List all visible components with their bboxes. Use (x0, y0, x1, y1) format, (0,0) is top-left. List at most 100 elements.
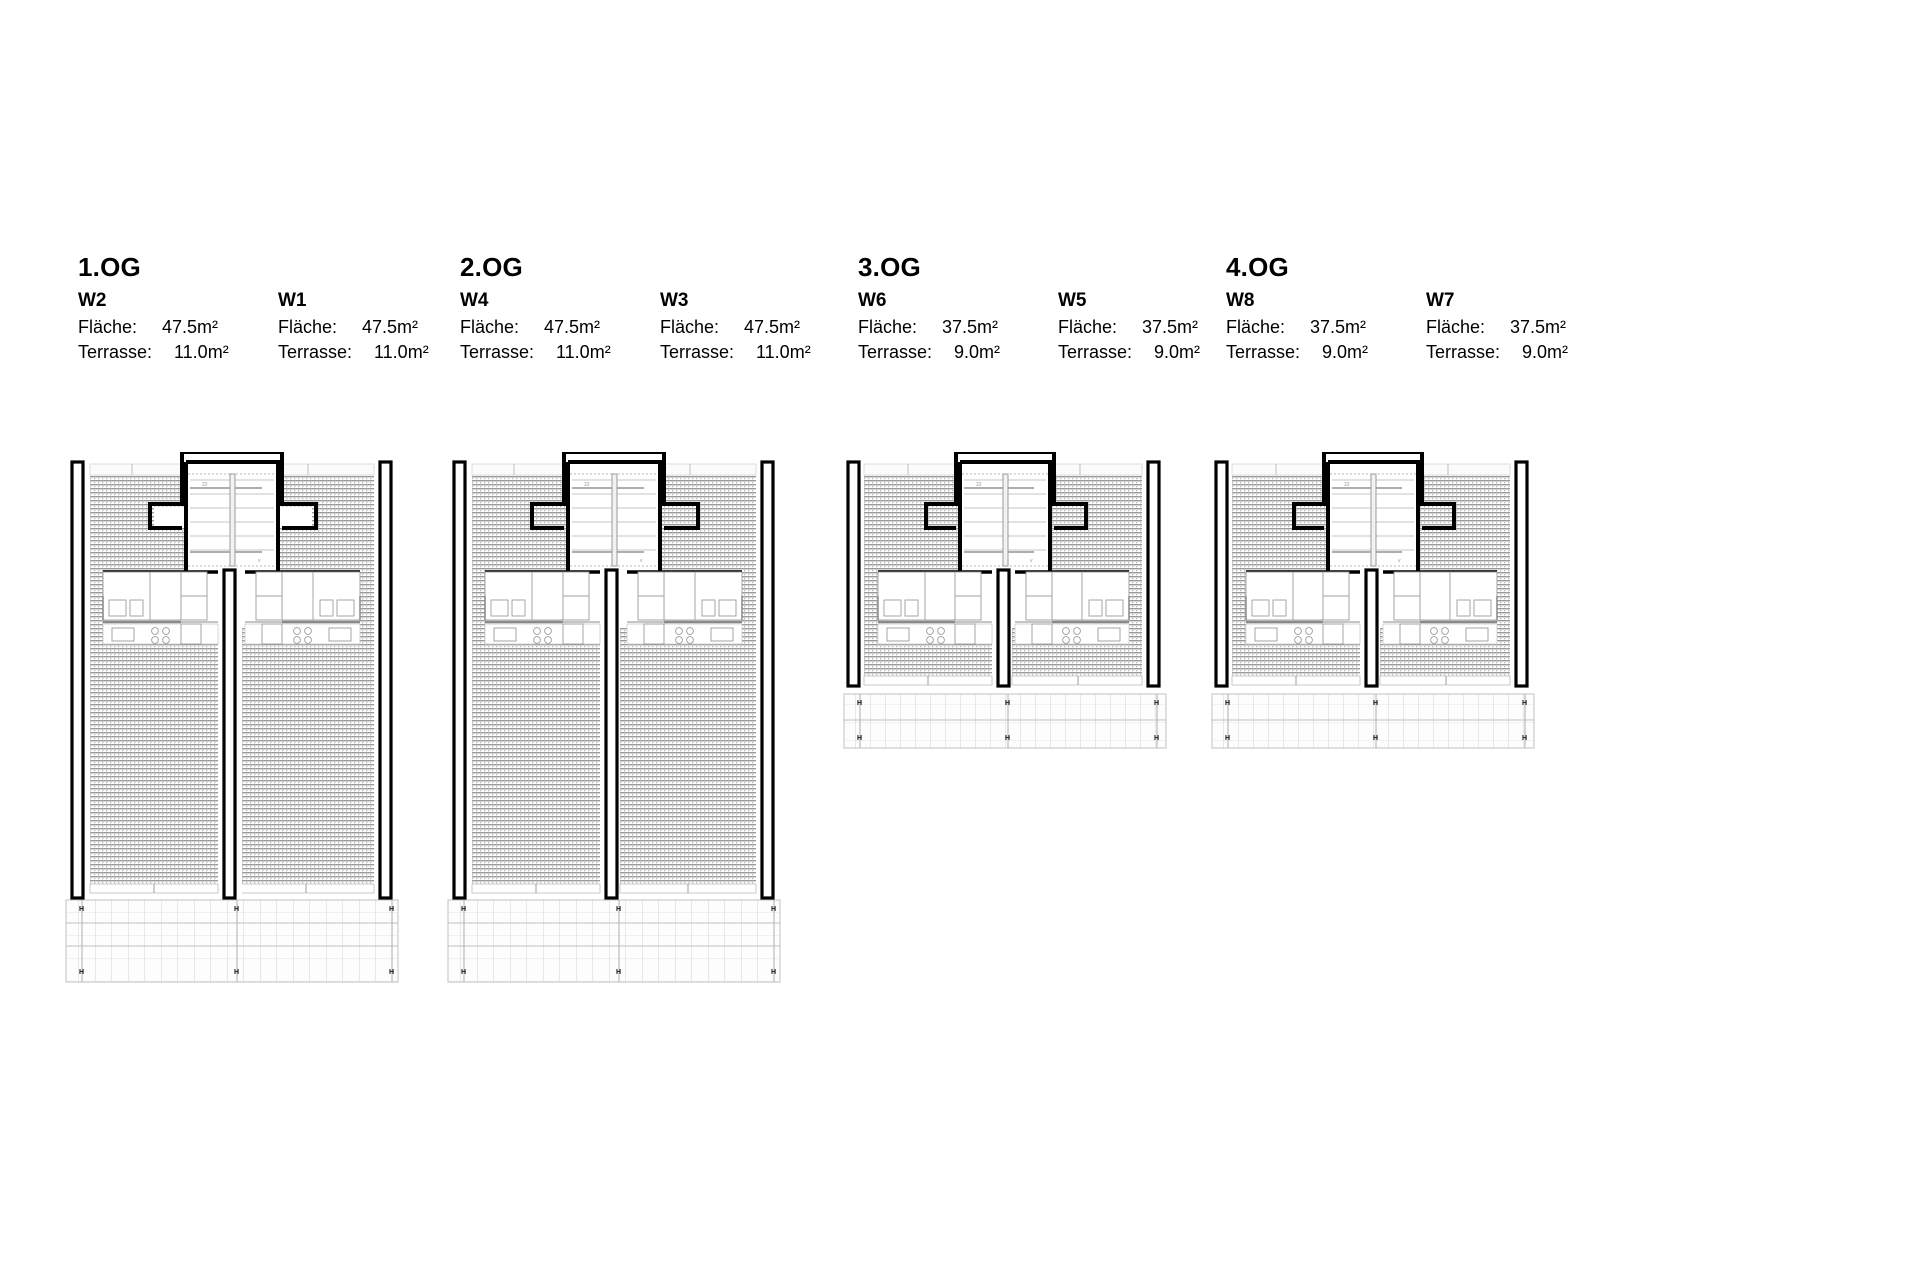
unit-info-4-right: W7 Fläche: 37.5m² Terrasse: 9.0m² (1426, 289, 1568, 365)
unit-info-3-left: W6 Fläche: 37.5m² Terrasse: 9.0m² (858, 289, 1001, 365)
terrace-area: H H H H H H (843, 693, 1167, 749)
party-wall (604, 568, 619, 900)
unit-area-value: 37.5m² (1141, 317, 1198, 337)
svg-text:H: H (1225, 700, 1230, 707)
unit-info-4-left: W8 Fläche: 37.5m² Terrasse: 9.0m² (1226, 289, 1369, 365)
floor-title-1: 1.OG (78, 252, 141, 282)
svg-text:H: H (1225, 735, 1230, 742)
unit-info-1-left: W2 Fläche: 47.5m² Terrasse: 11.0m² (78, 289, 229, 365)
svg-text:22: 22 (1344, 482, 1350, 488)
unit-area-label: Fläche: (278, 317, 338, 337)
unit-terrace-row: Terrasse: 11.0m² (660, 340, 811, 365)
unit-terrace-value: 11.0m² (756, 342, 811, 362)
unit-area-value: 37.5m² (1309, 317, 1366, 337)
unit-area-label: Fläche: (78, 317, 138, 337)
unit-area-label: Fläche: (460, 317, 520, 337)
wet-core-left (484, 570, 601, 645)
unit-info-2-right: W3 Fläche: 47.5m² Terrasse: 11.0m² (660, 289, 811, 365)
unit-terrace-label: Terrasse: (460, 342, 535, 362)
svg-text:H: H (857, 700, 862, 707)
unit-terrace-row: Terrasse: 11.0m² (278, 340, 429, 365)
svg-text:H: H (79, 906, 84, 913)
unit-area-row: Fläche: 47.5m² (460, 315, 600, 340)
floor-plan-group-1: 1.OG W2 Fläche: 47.5m² Terrasse: 11.0m² … (0, 0, 480, 1280)
unit-area-label: Fläche: (660, 317, 720, 337)
unit-area-value: 47.5m² (743, 317, 800, 337)
unit-info-2-left: W4 Fläche: 47.5m² Terrasse: 11.0m² (460, 289, 611, 365)
wet-core-left (877, 570, 993, 645)
svg-text:H: H (234, 969, 239, 976)
svg-text:H: H (79, 969, 84, 976)
unit-area-label: Fläche: (1058, 317, 1118, 337)
facade-glazing (471, 883, 757, 894)
floor-plan-group-3: 3.OG W6 Fläche: 37.5m² Terrasse: 9.0m² W… (780, 0, 1260, 1280)
svg-text:H: H (461, 906, 466, 913)
party-wall (996, 568, 1011, 688)
svg-text:H: H (234, 906, 239, 913)
wet-core-left (102, 570, 219, 645)
outer-walls (70, 460, 393, 900)
svg-text:22: 22 (202, 482, 208, 488)
unit-area-row: Fläche: 47.5m² (78, 315, 218, 340)
unit-terrace-value: 9.0m² (954, 342, 1001, 362)
unit-area-value: 47.5m² (361, 317, 418, 337)
unit-terrace-row: Terrasse: 11.0m² (78, 340, 229, 365)
outer-walls (452, 460, 775, 900)
unit-terrace-row: Terrasse: 9.0m² (1426, 340, 1568, 365)
svg-text:H: H (1005, 735, 1010, 742)
unit-area-row: Fläche: 47.5m² (660, 315, 800, 340)
unit-info-3-right: W5 Fläche: 37.5m² Terrasse: 9.0m² (1058, 289, 1201, 365)
svg-text:H: H (389, 969, 394, 976)
floor-title-4: 4.OG (1226, 252, 1289, 282)
unit-area-row: Fläche: 37.5m² (1426, 315, 1566, 340)
floor-plan-drawing-4: H H H H H H (1208, 452, 1628, 932)
unit-terrace-value: 9.0m² (1322, 342, 1369, 362)
unit-terrace-value: 11.0m² (556, 342, 611, 362)
unit-area-value: 47.5m² (161, 317, 218, 337)
svg-text:H: H (1373, 735, 1378, 742)
unit-terrace-row: Terrasse: 9.0m² (1058, 340, 1201, 365)
floor-plan-drawing-2: H H H H H H (444, 452, 864, 997)
unit-area-row: Fläche: 47.5m² (278, 315, 418, 340)
unit-area-row: Fläche: 37.5m² (1058, 315, 1198, 340)
unit-terrace-label: Terrasse: (278, 342, 353, 362)
unit-area-label: Fläche: (1226, 317, 1286, 337)
svg-text:H: H (616, 969, 621, 976)
wet-core-right (1014, 570, 1130, 645)
unit-terrace-row: Terrasse: 9.0m² (1226, 340, 1369, 365)
svg-text:H: H (771, 969, 776, 976)
svg-text:v: v (258, 558, 261, 564)
svg-text:H: H (1373, 700, 1378, 707)
unit-terrace-value: 9.0m² (1154, 342, 1201, 362)
svg-text:22: 22 (976, 482, 982, 488)
svg-text:H: H (461, 969, 466, 976)
unit-terrace-row: Terrasse: 9.0m² (858, 340, 1001, 365)
svg-text:H: H (1005, 700, 1010, 707)
outer-walls (846, 460, 1161, 688)
terrace-area: H H H H H H (447, 899, 781, 983)
unit-terrace-value: 11.0m² (374, 342, 429, 362)
facade-glazing (1231, 675, 1511, 686)
svg-text:H: H (616, 906, 621, 913)
unit-area-value: 47.5m² (543, 317, 600, 337)
unit-code: W5 (1058, 290, 1087, 311)
unit-area-label: Fläche: (858, 317, 918, 337)
floor-plan-group-4: 4.OG W8 Fläche: 37.5m² Terrasse: 9.0m² W… (1148, 0, 1628, 1280)
svg-text:22: 22 (584, 482, 590, 488)
svg-text:v: v (640, 558, 643, 564)
unit-code: W3 (660, 290, 689, 311)
unit-area-row: Fläche: 37.5m² (1226, 315, 1366, 340)
svg-text:v: v (1398, 558, 1401, 564)
svg-text:H: H (1154, 735, 1159, 742)
wet-core-left (1245, 570, 1361, 645)
terrace-area: H H H H H H (65, 899, 399, 983)
wet-core-right (244, 570, 361, 645)
svg-text:H: H (857, 735, 862, 742)
unit-terrace-label: Terrasse: (660, 342, 735, 362)
unit-terrace-label: Terrasse: (78, 342, 153, 362)
outer-walls (1214, 460, 1529, 688)
unit-terrace-label: Terrasse: (858, 342, 933, 362)
floor-plan-drawing-3: H H H H H H (840, 452, 1260, 932)
wet-core-right (1382, 570, 1498, 645)
